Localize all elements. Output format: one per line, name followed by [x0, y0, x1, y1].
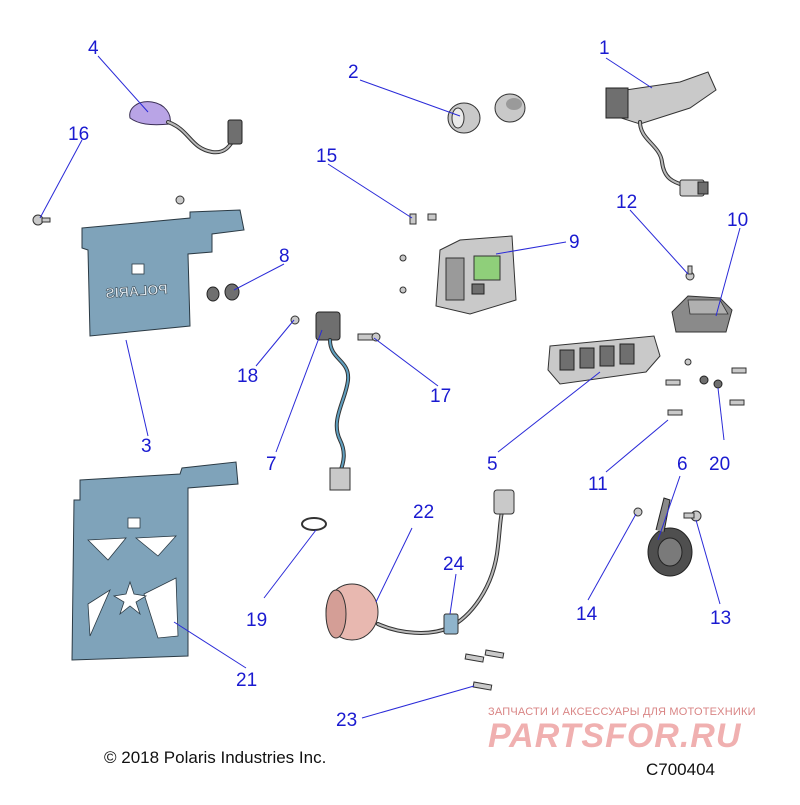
- part-21-lower-bracket: [71, 461, 239, 661]
- callout-22: 22: [413, 502, 434, 523]
- watermark-brand: PARTSFOR.RU: [488, 717, 742, 755]
- part-3-upper-bracket: POLARIS: [81, 195, 245, 337]
- part-23-screws: [464, 649, 505, 691]
- callout-21: 21: [236, 670, 257, 691]
- part-10-cover: [671, 295, 733, 333]
- callout-5: 5: [487, 454, 498, 475]
- part-13-bolt: [683, 510, 702, 522]
- part-20-fasteners: [665, 358, 747, 406]
- part-1-power-outlet: [605, 71, 717, 197]
- part-22-motor: [325, 489, 515, 641]
- part-7-harness: [290, 311, 351, 491]
- callout-15: 15: [316, 146, 337, 167]
- callout-14: 14: [576, 604, 598, 625]
- callout-9: 9: [569, 232, 580, 253]
- callout-3: 3: [141, 436, 152, 457]
- part-9-display-module: [399, 235, 517, 315]
- part-5-switch-panel: [547, 335, 661, 385]
- callout-23: 23: [336, 710, 357, 731]
- part-2-knobs: [447, 93, 526, 134]
- callout-17: 17: [430, 386, 451, 407]
- callout-11: 11: [588, 474, 608, 495]
- part-11-screw: [667, 409, 683, 416]
- callout-24: 24: [443, 554, 465, 575]
- callout-13: 13: [710, 608, 731, 629]
- callout-18: 18: [237, 366, 258, 387]
- callout-7: 7: [266, 454, 277, 475]
- leader-lines: [39, 55, 741, 719]
- part-8-grommets: [206, 283, 240, 302]
- watermark-tagline: ЗАПЧАСТИ И АКСЕССУАРЫ ДЛЯ МОТОТЕХНИКИ: [488, 706, 756, 718]
- part-17-bolt: [357, 332, 381, 342]
- callout-20: 20: [709, 454, 730, 475]
- part-24-clamp: [443, 613, 459, 635]
- callout-4: 4: [88, 38, 99, 59]
- callout-12: 12: [616, 192, 637, 213]
- copyright-notice: © 2018 Polaris Industries Inc.: [104, 748, 327, 767]
- callout-19: 19: [246, 610, 267, 631]
- callout-8: 8: [279, 246, 290, 267]
- callout-10: 10: [727, 210, 748, 231]
- part-15-screws: [409, 213, 437, 225]
- callout-2: 2: [348, 62, 359, 83]
- part-4-lamp: [129, 101, 243, 155]
- callout-6: 6: [677, 454, 688, 475]
- part-6-horn: [647, 497, 693, 577]
- part-19-clip: [301, 517, 327, 531]
- callout-16: 16: [68, 124, 89, 145]
- part-16-screw: [32, 214, 51, 226]
- callout-1: 1: [599, 38, 610, 59]
- callout-labels: 1 2 3 4 5 6 7 8 9 10 11 12 13 14 15 16 1…: [68, 38, 748, 731]
- bracket-embossed-text: POLARIS: [105, 281, 168, 301]
- drawing-number: C700404: [646, 760, 716, 779]
